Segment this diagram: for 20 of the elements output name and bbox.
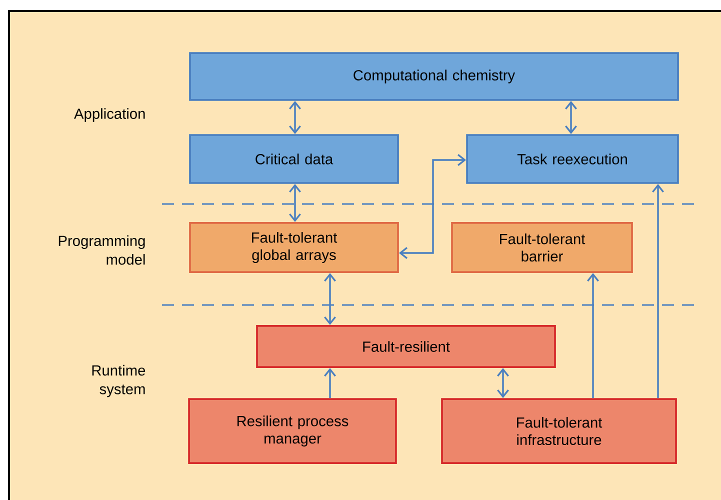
- layer-label: Runtime system: [92, 364, 146, 398]
- layer-label: Application: [74, 108, 145, 122]
- layer-box: Critical data: [189, 134, 399, 184]
- arrow: [497, 368, 510, 398]
- arrow: [289, 100, 302, 134]
- arrow: [587, 272, 600, 398]
- arrow: [565, 100, 578, 134]
- layer-box: Task reexecution: [466, 134, 679, 184]
- layer-box: Fault-tolerant barrier: [451, 222, 633, 273]
- layer-box: Resilient process manager: [188, 398, 397, 464]
- arrow: [398, 154, 466, 260]
- arrow: [289, 184, 302, 222]
- arrow: [324, 368, 336, 398]
- layer-box: Fault-tolerant global arrays: [189, 222, 399, 273]
- layer-box: Fault-resilient: [256, 325, 556, 368]
- layer-box: Computational chemistry: [189, 52, 679, 101]
- layer-box: Fault-tolerant infrastructure: [441, 398, 677, 464]
- layer-label: Programming model: [58, 235, 145, 265]
- arrow: [652, 184, 664, 398]
- arrow: [324, 272, 336, 326]
